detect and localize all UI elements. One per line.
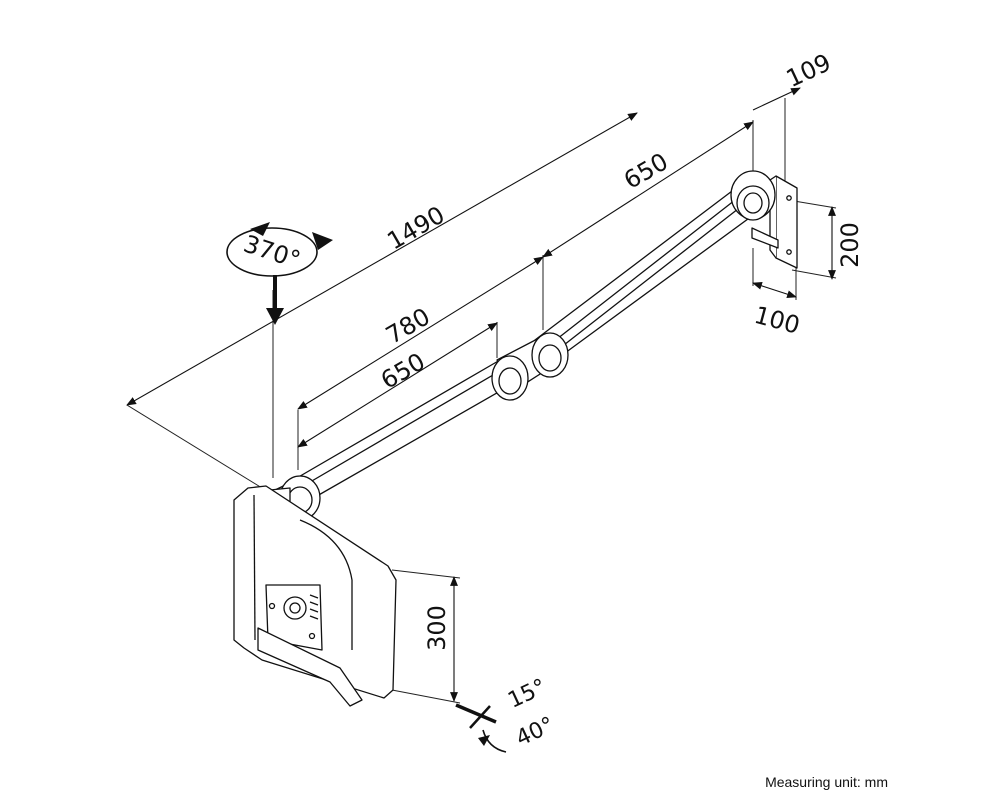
dim-label-plate-height: 200 (836, 222, 864, 268)
dim-line-lower-arm (297, 322, 498, 448)
dim-label-height-adjust: 300 (423, 605, 451, 651)
dim-line-upper-arm (542, 121, 754, 258)
rotation-ellipse-icon (226, 227, 318, 277)
monitor-plate (233, 485, 397, 707)
measuring-unit-note: Measuring unit: mm (765, 774, 888, 790)
dim-label-mid-reach: 780 (381, 302, 435, 349)
dim-label-upper-arm: 650 (619, 147, 673, 194)
dim-label-tilt-up: 15° (504, 675, 550, 714)
dim-line-plate-depth (752, 87, 801, 111)
monitor-arm (233, 170, 798, 707)
rotation-label: 370° (240, 230, 304, 274)
dimension-lines (126, 87, 836, 702)
dim-label-tilt-down: 40° (512, 713, 558, 752)
rotation-arrow-left-icon (250, 222, 270, 236)
tilt-arrow-icon (478, 735, 490, 746)
dim-label-total-reach: 1490 (383, 201, 450, 256)
elbow-joint (491, 332, 569, 401)
rotation-arrow-right-icon (312, 232, 333, 250)
upper-arm (534, 184, 768, 354)
tilt-symbol (455, 703, 507, 753)
down-arrow-icon (266, 308, 284, 325)
dim-label-lower-arm: 650 (376, 347, 430, 394)
wall-joint (730, 170, 776, 221)
dim-label-plate-width: 100 (751, 301, 802, 340)
dim-line-plate-width (752, 281, 797, 299)
tilt-arc-icon (482, 729, 507, 753)
rotation-symbol: 370° (226, 222, 333, 325)
dim-label-plate-depth: 109 (782, 48, 835, 93)
